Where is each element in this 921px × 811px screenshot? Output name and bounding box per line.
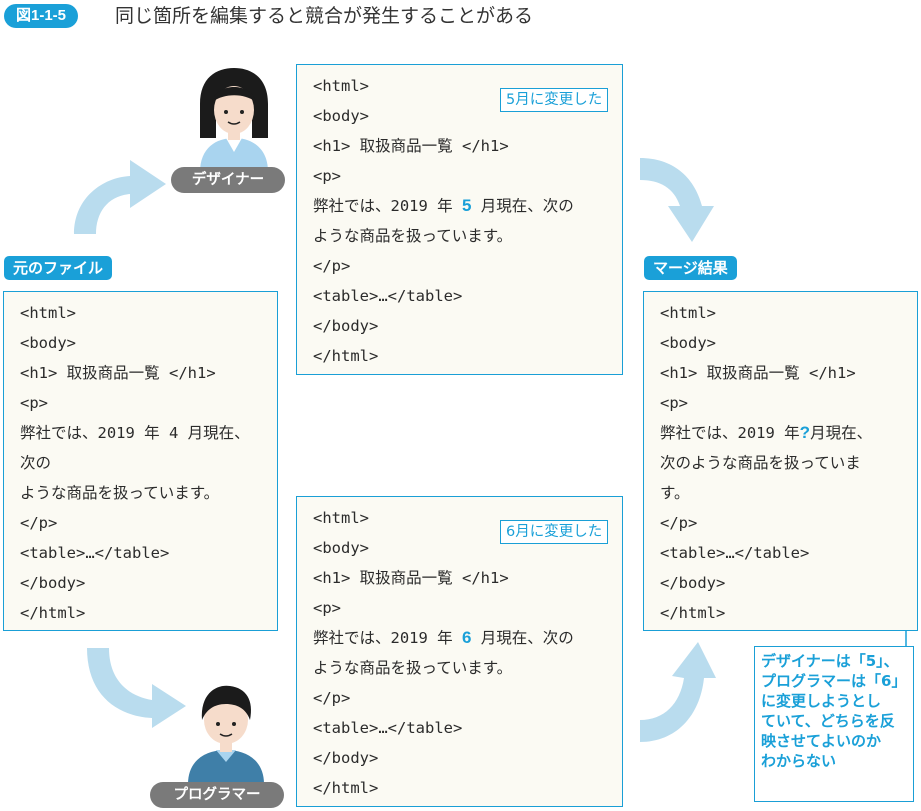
code-line: </html> [660,604,726,622]
code-line: </body> [20,574,86,592]
note-line: わからない [761,752,837,770]
code-line: <h1> 取扱商品一覧 </h1> [20,364,216,382]
code-line: <table>…</table> [313,719,463,737]
note-line: デザイナーは「5」、 [761,652,899,670]
code-line: </p> [313,689,351,707]
code-line: す。 [660,484,690,502]
designer-file-code: <html> <body> <h1> 取扱商品一覧 </h1> <p> 弊社では… [296,64,623,375]
code-line: 弊社では、2019 年 6 月現在、次の [313,623,622,653]
note-line: プログラマーは「6」 [761,672,907,690]
code-line: <body> [313,539,369,557]
note-line: に変更しようとし [761,692,882,710]
code-line: <body> [313,107,369,125]
code-line: 弊社では、2019 年?月現在、 [660,418,917,448]
code-text: 弊社では、2019 年 [313,629,462,647]
conflict-question-mark: ? [799,423,811,442]
code-line: <table>…</table> [660,544,810,562]
code-line: </p> [20,514,58,532]
code-line: </body> [313,749,379,767]
changed-value-6: 6 [462,628,472,647]
code-line: <body> [20,334,76,352]
arrow-original-to-designer [74,160,166,234]
original-file-label: 元のファイル [4,256,113,280]
arrow-programmer-to-merge [640,642,716,742]
designer-label: デザイナー [171,167,285,193]
merge-result-label: マージ結果 [644,256,737,280]
code-line: <html> [660,304,716,322]
code-line: ような商品を扱っています。 [313,659,513,677]
code-line: </p> [313,257,351,275]
code-line: </html> [313,779,379,797]
figure-title: 同じ箇所を編集すると競合が発生することがある [115,5,534,27]
code-line: ような商品を扱っています。 [20,484,220,502]
merge-result-code: <html> <body> <h1> 取扱商品一覧 </h1> <p> 弊社では… [643,291,918,631]
changed-value-5: 5 [462,196,472,215]
code-line: </body> [313,317,379,335]
code-line: <h1> 取扱商品一覧 </h1> [313,569,509,587]
original-file-code: <html> <body> <h1> 取扱商品一覧 </h1> <p> 弊社では… [3,291,278,631]
arrow-original-to-programmer [87,648,186,728]
code-text: 弊社では、2019 年 [313,197,462,215]
code-line: <h1> 取扱商品一覧 </h1> [313,137,509,155]
code-line: </p> [660,514,698,532]
arrow-designer-to-merge [640,158,714,242]
code-line: </html> [313,347,379,365]
code-line: <table>…</table> [313,287,463,305]
code-line: </body> [660,574,726,592]
code-line: 次の [20,454,52,472]
designer-change-callout: 5月に変更した [500,88,609,112]
code-line: <p> [20,394,48,412]
code-line: 弊社では、2019 年 5 月現在、次の [313,191,622,221]
code-line: 弊社では、2019 年 4 月現在、 [20,424,250,442]
designer-avatar-icon [200,68,268,172]
code-text: 月現在、 [810,424,873,442]
code-line: <h1> 取扱商品一覧 </h1> [660,364,856,382]
code-line: <html> [20,304,76,322]
figure-number-badge: 図1-1-5 [4,4,79,28]
note-line: 映させてよいのか [761,732,882,750]
code-line: <p> [313,599,341,617]
code-text: 月現在、次の [471,629,574,647]
programmer-file-code: <html> <body> <h1> 取扱商品一覧 </h1> <p> 弊社では… [296,496,623,807]
code-line: <table>…</table> [20,544,170,562]
code-line: ような商品を扱っています。 [313,227,513,245]
programmer-change-callout: 6月に変更した [500,520,609,544]
code-text: 月現在、次の [471,197,574,215]
conflict-note: デザイナーは「5」、 プログラマーは「6」 に変更しようとし ていて、どちらを反… [754,646,914,802]
code-line: <html> [313,509,369,527]
code-line: <html> [313,77,369,95]
code-line: <p> [660,394,688,412]
note-line: ていて、どちらを反 [761,712,895,730]
programmer-avatar-icon [188,685,264,784]
code-line: 次のような商品を扱っていま [660,454,861,472]
code-line: </html> [20,604,86,622]
code-line: <body> [660,334,716,352]
programmer-label: プログラマー [150,782,284,808]
code-text: 弊社では、2019 年 [660,424,800,442]
code-line: <p> [313,167,341,185]
